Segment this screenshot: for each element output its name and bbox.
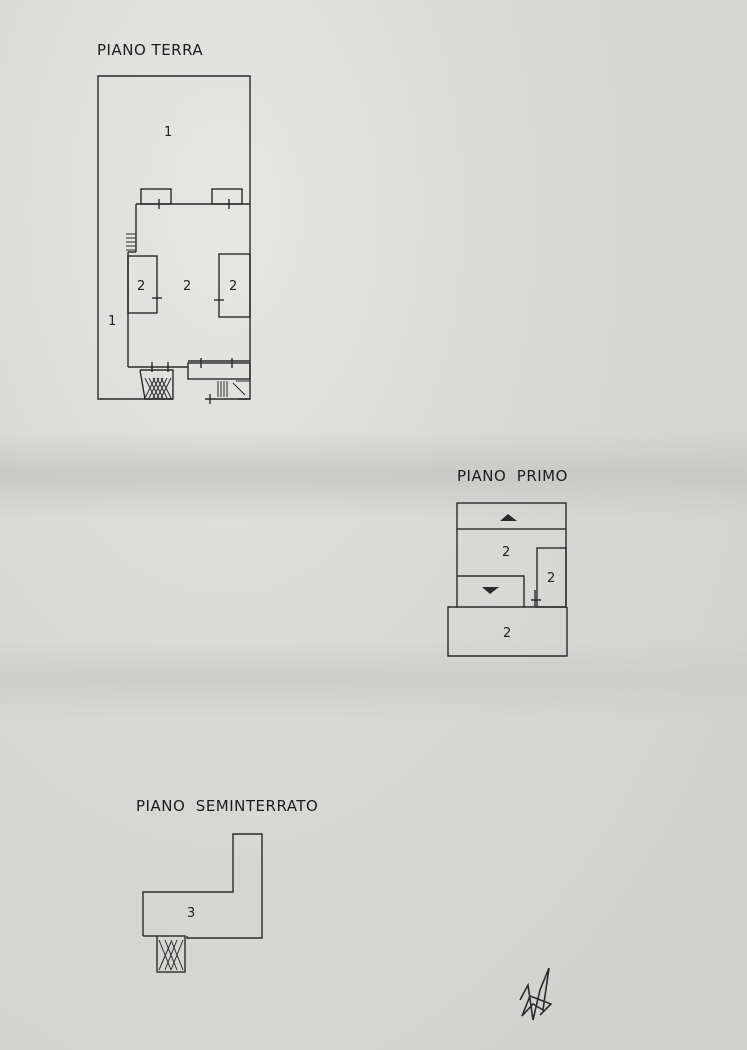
ground-room-label-2-right: 2 <box>229 279 237 294</box>
first-right-small-room <box>536 547 567 608</box>
basement-room-label-3: 3 <box>187 906 195 921</box>
ground-room-label-2-left: 2 <box>137 279 145 294</box>
ground-room-label-1-left: 1 <box>108 314 116 329</box>
entry-stair-block <box>187 362 251 380</box>
first-bottom-room <box>447 606 568 657</box>
basement-floor-title: PIANO SEMINTERRATO <box>136 797 319 815</box>
stair-up-arrow-icon <box>500 514 517 521</box>
basement-stairs-hatch-icon <box>158 939 184 971</box>
window-bay-left <box>140 188 172 205</box>
window-bay-right <box>211 188 243 205</box>
basement-outline <box>142 833 263 939</box>
ground-floor-plan <box>97 75 251 404</box>
first-room-label-2-right: 2 <box>547 571 555 586</box>
first-floor-plan <box>447 502 568 657</box>
room-right-small <box>218 253 251 318</box>
small-stairs-hatch <box>126 233 250 397</box>
basement-stair-box <box>156 935 186 973</box>
ground-lot-boundary <box>97 75 251 400</box>
ground-room-label-1-top: 1 <box>164 125 172 140</box>
stairs-hatch-icon <box>144 377 172 399</box>
first-top-stair-room <box>456 502 567 530</box>
stair-down-arrow-icon <box>482 587 499 594</box>
basement-plan <box>142 833 263 973</box>
signature-mark <box>519 967 553 1021</box>
first-floor-title: PIANO PRIMO <box>457 467 568 485</box>
first-room-label-2-bottom: 2 <box>503 626 511 641</box>
room-left-small <box>127 255 158 314</box>
first-middle-outline <box>456 529 567 608</box>
first-room-label-2-center: 2 <box>502 545 510 560</box>
ground-floor-title: PIANO TERRA <box>97 41 204 59</box>
ground-room-label-2-center: 2 <box>183 279 191 294</box>
